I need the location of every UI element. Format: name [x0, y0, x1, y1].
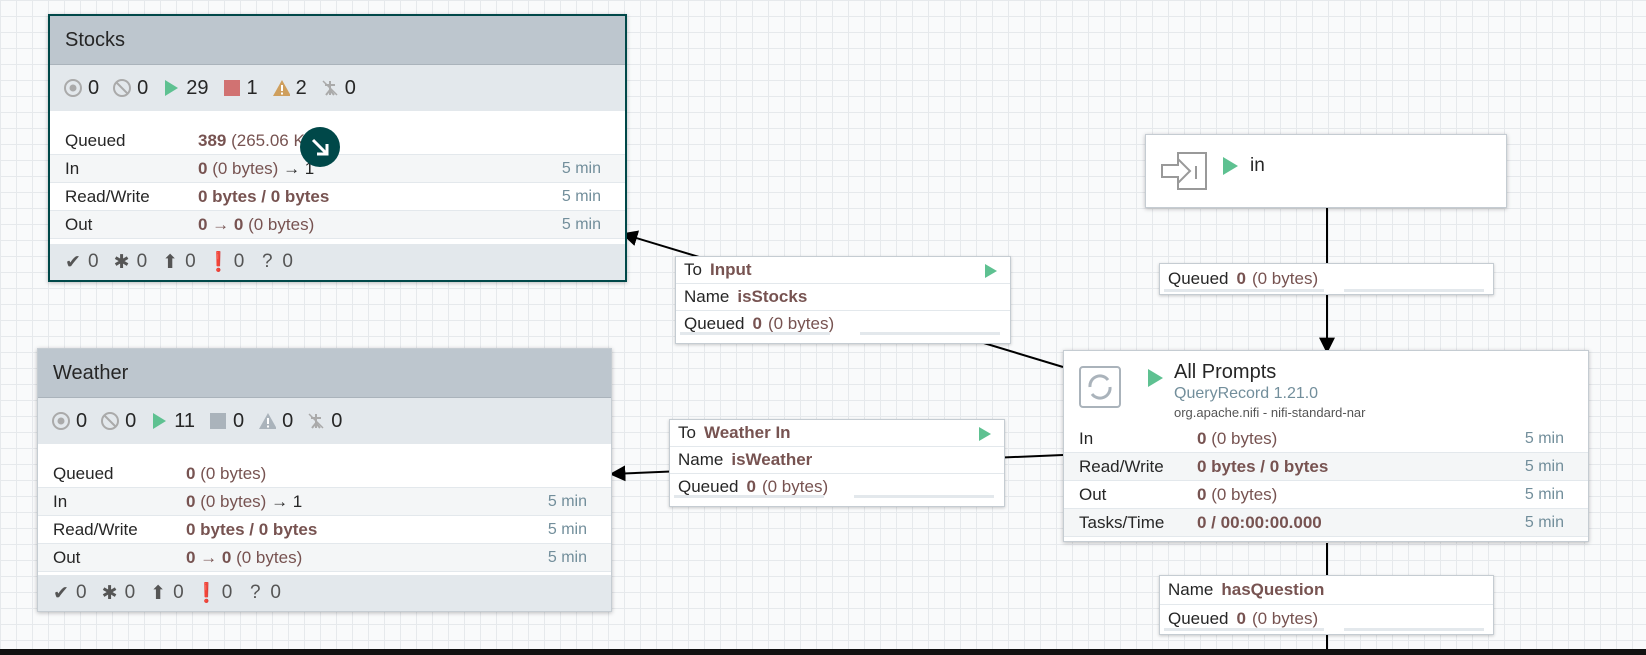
transmitting-icon [52, 412, 70, 430]
not-transmitting-icon [101, 412, 120, 430]
question-icon: ? [262, 251, 273, 272]
process-group-title: Weather [38, 349, 611, 398]
check-icon: ✔ [65, 251, 81, 273]
queue-bar [1344, 628, 1484, 631]
stat-disabled: 0 [321, 77, 356, 100]
input-port-icon [1160, 151, 1208, 196]
processor-bundle: org.apache.nifi - nifi-standard-nar [1174, 405, 1366, 420]
up-arrow-circle-icon: ⬆ [162, 251, 179, 273]
queue-bar [1164, 628, 1324, 631]
not-transmitting-icon [113, 79, 132, 97]
exclamation-circle-icon: ❗ [194, 583, 219, 604]
stop-icon [209, 412, 227, 430]
stat-running: 29 [162, 77, 209, 100]
play-icon [1146, 369, 1164, 392]
play-icon [1221, 157, 1239, 180]
stat-stopped: 1 [223, 77, 258, 100]
asterisk-icon: ✱ [113, 251, 130, 273]
stat-not-transmitting: 0 [113, 77, 148, 100]
stop-icon [223, 79, 241, 97]
queue-bar [674, 495, 824, 498]
up-arrow-circle-icon: ⬆ [150, 582, 167, 604]
queue-bar [854, 495, 994, 498]
play-icon [150, 412, 168, 430]
asterisk-icon: ✱ [101, 582, 118, 604]
processor-name: All Prompts [1174, 361, 1277, 383]
transmitting-icon [64, 79, 82, 97]
play-icon [162, 79, 180, 97]
queue-bar [1344, 289, 1484, 292]
mouse-cursor-icon [300, 127, 340, 167]
disabled-icon [307, 412, 325, 430]
play-icon [984, 263, 998, 283]
process-group-stats: 0 0 11 0 0 0 [38, 398, 611, 444]
processor-type: QueryRecord 1.21.0 [1174, 385, 1319, 402]
stat-transmitting: 0 [64, 77, 99, 100]
stat-invalid: 2 [272, 77, 307, 100]
queue-bar [680, 332, 830, 335]
queue-bar [1164, 289, 1324, 292]
warning-icon [258, 412, 277, 430]
warning-icon [272, 79, 290, 97]
check-icon: ✔ [53, 582, 69, 604]
processor-all-prompts[interactable]: All Prompts QueryRecord 1.21.0 org.apach… [1063, 350, 1589, 542]
processor-icon [1078, 365, 1122, 414]
bottom-bar [0, 649, 1646, 655]
process-group-stats: 0 0 29 1 2 0 [50, 65, 625, 111]
queue-bar [860, 332, 1000, 335]
exclamation-circle-icon: ❗ [206, 252, 231, 273]
question-icon: ? [250, 582, 261, 603]
disabled-icon [321, 79, 339, 97]
process-group-version-stats: ✔0 ✱0 ⬆0 ❗0 ?0 [38, 575, 611, 611]
play-icon [978, 426, 992, 446]
process-group-title: Stocks [50, 16, 625, 65]
input-port-in[interactable]: in [1145, 134, 1507, 208]
process-group-version-stats: ✔0 ✱0 ⬆0 ❗0 ?0 [50, 244, 625, 280]
